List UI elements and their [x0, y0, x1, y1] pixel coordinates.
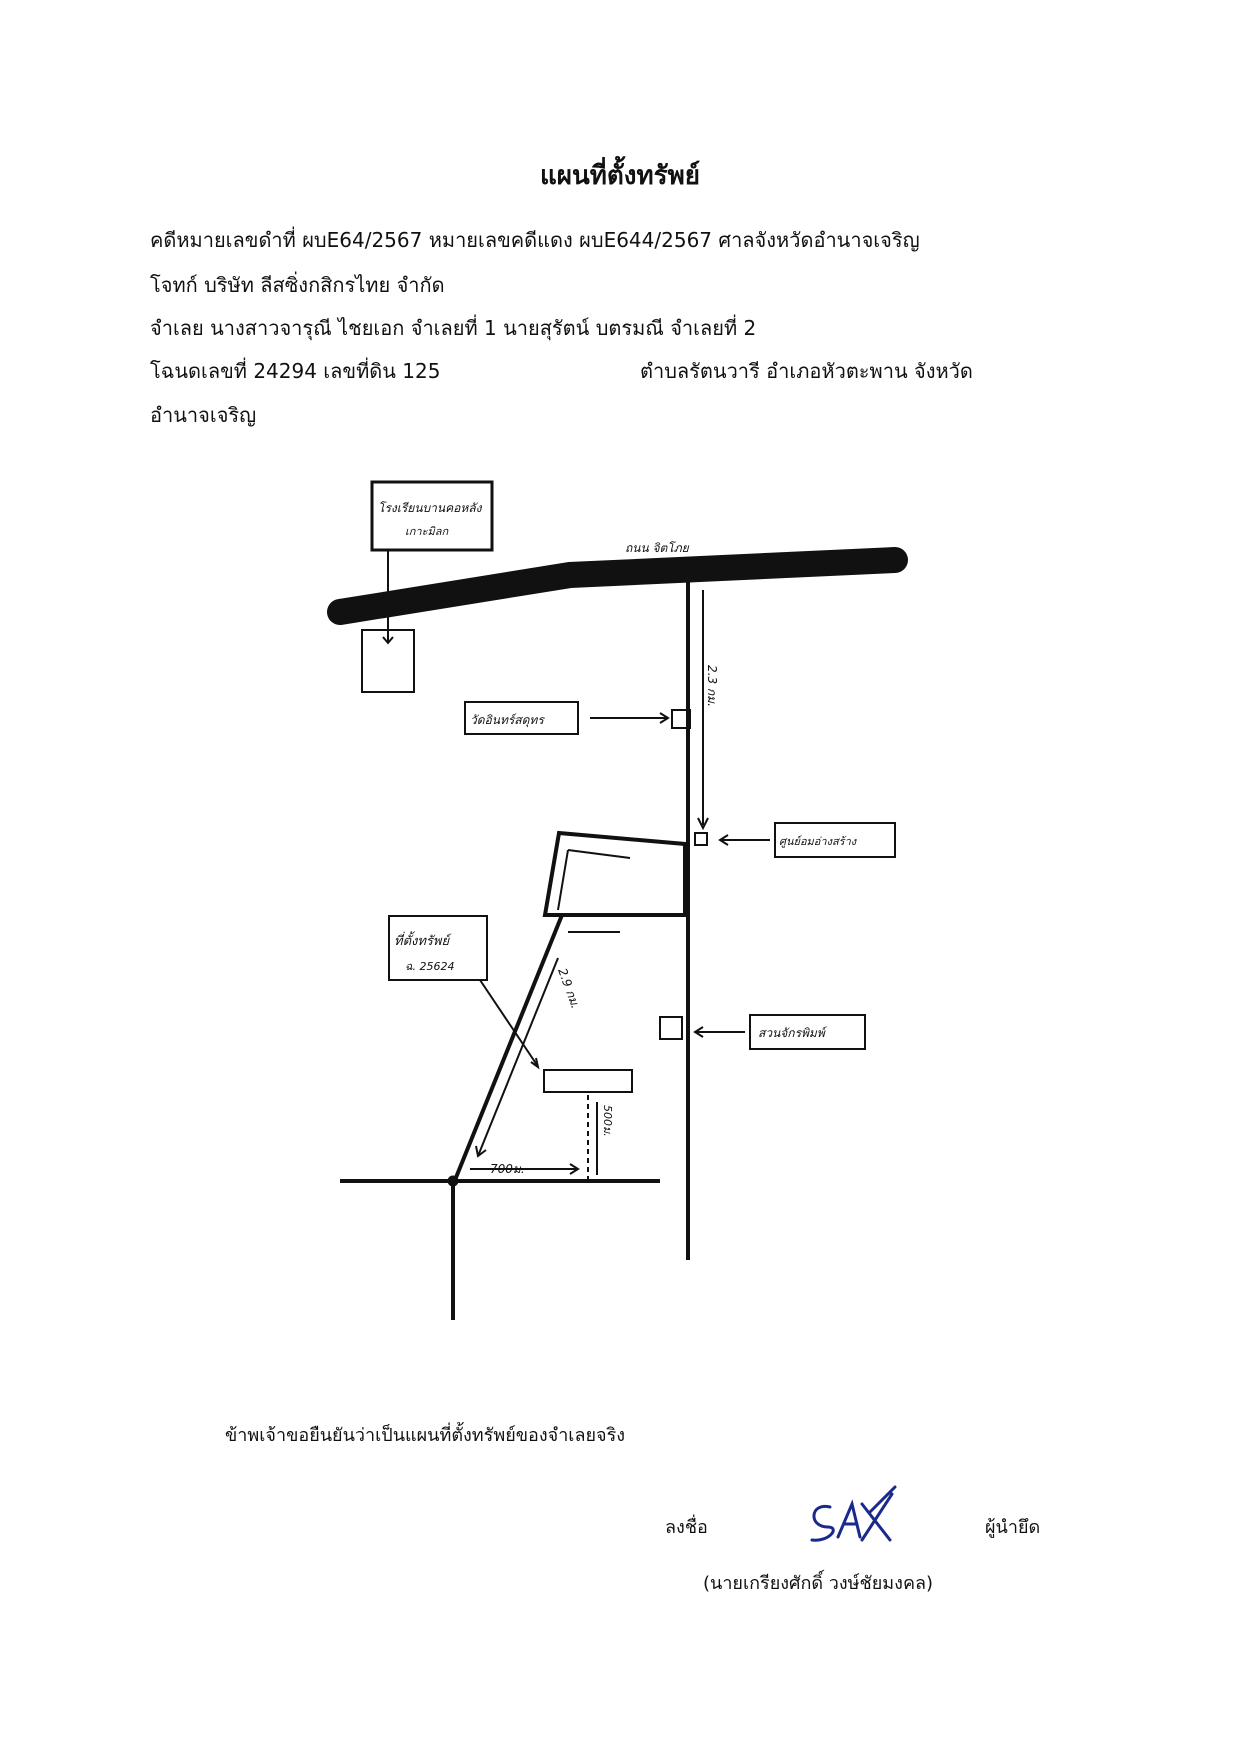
farm-marker: [659, 1016, 683, 1040]
shrine-label: ศูนย์อมอ่างสร้าง: [779, 835, 858, 848]
temple-label-box: [464, 701, 579, 735]
school-label-box: [370, 480, 494, 552]
school-label-line1: โรงเรียนบานคอหลัง: [378, 501, 483, 515]
temple-label: วัดอินทร์สดุทร: [470, 713, 545, 728]
deed-number-line: โฉนดเลขที่ 24294 เลขที่ดิน 125: [150, 359, 441, 383]
property-label-line1: ที่ตั้งทรัพย์: [394, 931, 452, 949]
property-label-line2: ฉ. 25624: [405, 960, 454, 973]
confirmation-statement: ข้าพเจ้าขอยืนยันว่าเป็นแผนที่ตั้งทรัพย์ข…: [225, 1425, 626, 1446]
sign-label: ลงชื่อ: [665, 1517, 708, 1538]
property-plot: [543, 1069, 633, 1093]
shrine-marker: [694, 832, 708, 846]
main-road: [327, 547, 908, 625]
case-number-line: คดีหมายเลขดำที่ ผบE64/2567 หมายเลขคดีแดง…: [150, 228, 920, 252]
shrine-label-box: [774, 822, 896, 858]
distance-side-label: 2.9 กม.: [555, 966, 582, 1010]
signature-image: [810, 1485, 897, 1542]
school-label-line2: เกาะมิลก: [405, 525, 449, 538]
page-title: แผนที่ตั้งทรัพย์: [540, 161, 700, 191]
distance-700-label: 700ม.: [490, 1162, 525, 1176]
defendant-line: จำเลย นางสาวจารุณี ไชยเอก จำเลยที่ 1 นาย…: [150, 316, 757, 340]
signer-name: (นายเกรียงศักดิ์ วงษ์ชัยมงคล): [703, 1573, 934, 1594]
province-line: อำนาจเจริญ: [150, 403, 257, 427]
school-building: [361, 629, 415, 693]
sign-role: ผู้นำยึด: [985, 1517, 1041, 1538]
property-label-box: [388, 915, 488, 981]
location-line: ตำบลรัตนวารี อำเภอหัวตะพาน จังหวัด: [640, 359, 973, 383]
road-label: ถนน จิตโภย: [625, 541, 690, 555]
plaintiff-line: โจทก์ บริษัท ลีสซิ่งกสิกรไทย จำกัด: [150, 273, 445, 297]
distance-500-label: 500ม.: [601, 1105, 614, 1137]
distance-main-label: 2.3 กม.: [705, 665, 719, 707]
farm-label: สวนจักรพิมพ์: [758, 1026, 828, 1040]
property-location-map: โรงเรียนบานคอหลัง เกาะมิลก ถนน จิตโภย วั…: [300, 440, 960, 1400]
farm-label-box: [749, 1014, 866, 1050]
temple-marker: [671, 709, 691, 729]
